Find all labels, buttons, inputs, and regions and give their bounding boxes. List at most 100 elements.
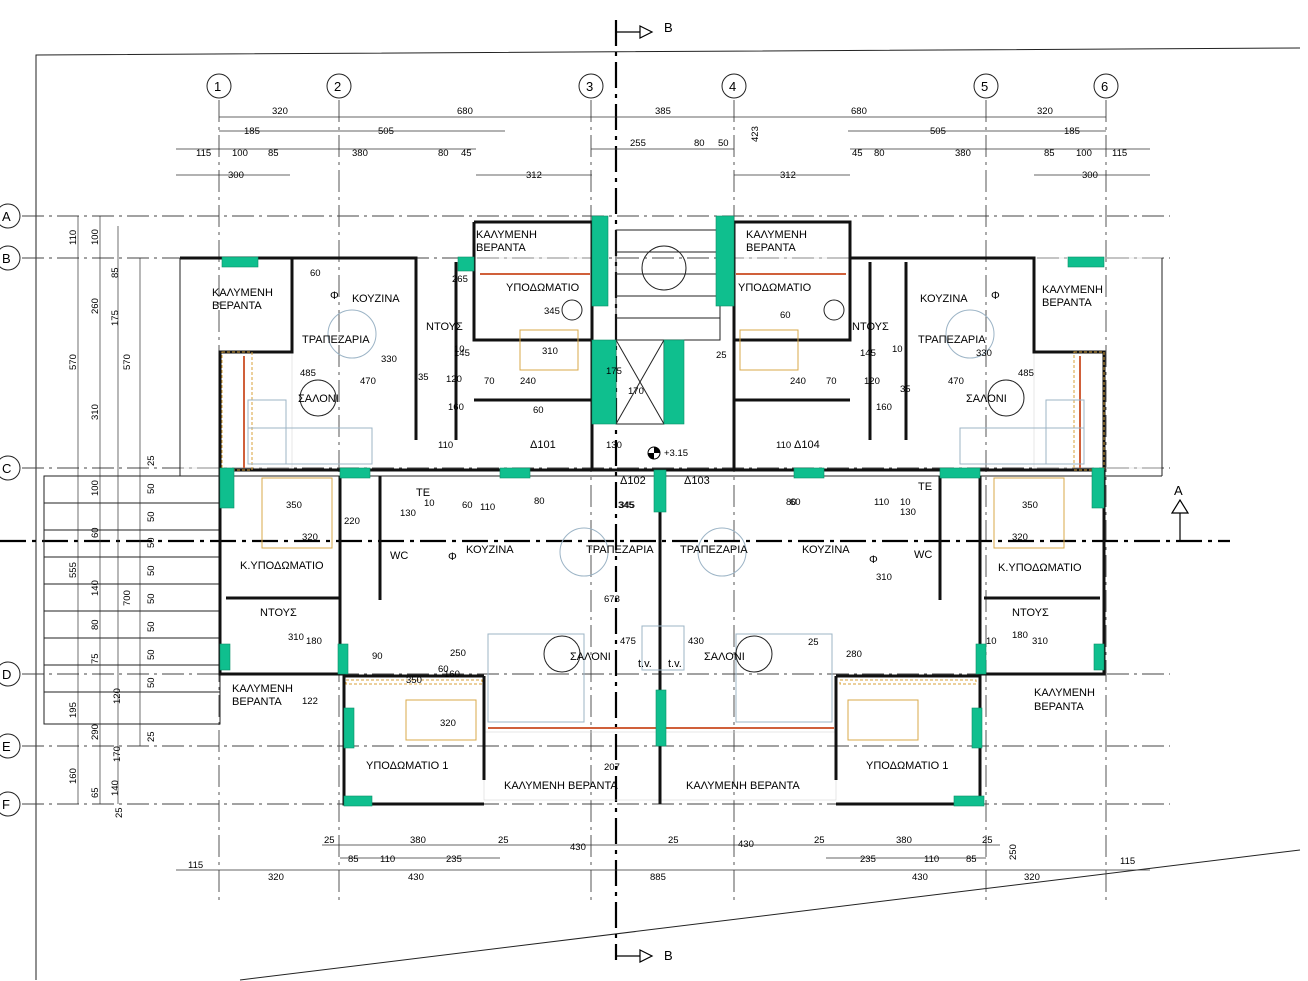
elevation-mark: +3.15 <box>647 446 688 460</box>
dim: 115 <box>1112 148 1127 159</box>
inner-dim: 330 <box>976 348 992 359</box>
inner-dim: 80 <box>786 497 797 508</box>
room-kitchen-ne: ΚΟΥΖΙΝΑ <box>920 293 968 305</box>
room-veranda-s2: ΚΑΛΥΜΕΝΗ ΒΕΡΑΝΤΑ <box>686 780 800 792</box>
dim: 80 <box>694 138 705 149</box>
room-veranda-sw-2: ΒΕΡΑΝΤΑ <box>232 696 282 708</box>
dim: 185 <box>244 126 260 137</box>
room-phi-3: Φ <box>448 551 457 563</box>
grid-row-f: F <box>2 797 10 812</box>
structural-columns <box>219 215 1105 807</box>
inner-dim: 110 <box>480 502 495 513</box>
dim: 320 <box>272 106 288 117</box>
inner-dim: 122 <box>302 696 318 707</box>
room-bedroom1-sw: ΥΠΟΔΩΜΑΤΙΟ 1 <box>366 760 448 772</box>
room-kitchen-sw: ΚΟΥΖΙΝΑ <box>466 544 514 556</box>
dim: 115 <box>188 860 203 871</box>
inner-dim: 485 <box>1018 368 1034 379</box>
dim: 100 <box>232 148 248 159</box>
room-dining-se: ΤΡΑΠΕΖΑΡΙΑ <box>680 544 748 556</box>
dim: 85 <box>348 854 359 865</box>
inner-dim: 60 <box>438 664 449 675</box>
dim: 85 <box>966 854 977 865</box>
dim: 320 <box>1037 106 1053 117</box>
room-living-sw: ΣΑΛΟΝΙ <box>570 651 611 663</box>
dim: 505 <box>930 126 946 137</box>
inner-dim: 70 <box>826 376 837 387</box>
room-labels: ΚΑΛΥΜΕΝΗ ΒΕΡΑΝΤΑ ΚΑΛΥΜΕΝΗ ΒΕΡΑΝΤΑ ΚΑΛΥΜΕ… <box>212 229 1103 792</box>
inner-dim: 110 <box>438 440 453 451</box>
dim: 300 <box>1082 170 1098 181</box>
inner-dim: 60 <box>462 500 473 511</box>
dim: 50 <box>146 537 157 548</box>
dim: 380 <box>955 148 971 159</box>
dim: 80 <box>874 148 885 159</box>
dim: 25 <box>324 835 335 846</box>
dimension-lines <box>77 116 1150 871</box>
apartment-102: Δ102 <box>620 475 646 487</box>
room-kitchen-nw: ΚΟΥΖΙΝΑ <box>352 293 400 305</box>
inner-dim: 145 <box>860 348 876 359</box>
inner-dim: 320 <box>1012 532 1028 543</box>
top-dimensions: 320 680 385 680 320 185 505 505 185 115 … <box>196 106 1127 181</box>
inner-dim: 60 <box>310 268 321 279</box>
room-veranda-sw-1: ΚΑΛΥΜΕΝΗ <box>232 683 293 695</box>
room-shower-nw: ΝΤΟΥΣ <box>426 321 463 333</box>
room-phi-4: Φ <box>869 554 878 566</box>
dim: 140 <box>90 580 101 596</box>
inner-dim: 250 <box>450 648 466 659</box>
dim: 45 <box>461 148 472 159</box>
dim: 385 <box>655 106 671 117</box>
dim: 300 <box>228 170 244 181</box>
dim: 430 <box>570 842 586 853</box>
dim: 115 <box>1120 856 1135 867</box>
dim: 680 <box>457 106 473 117</box>
room-dining-ne: ΤΡΑΠΕΖΑΡΙΑ <box>918 334 986 346</box>
inner-dim: 120 <box>446 374 462 385</box>
dim: 50 <box>146 511 157 522</box>
inner-dim: 10 <box>900 497 911 508</box>
dim: 50 <box>146 483 157 494</box>
dim: 25 <box>814 835 825 846</box>
grid-column-bubbles: 1 2 3 4 5 6 <box>206 73 1119 99</box>
dim: 50 <box>146 565 157 576</box>
grid-col-4: 4 <box>729 79 736 94</box>
inner-dim: 350 <box>286 500 302 511</box>
inner-dim: 25 <box>808 637 819 648</box>
dim: 430 <box>738 839 754 850</box>
room-te-se: ΤΕ <box>918 481 932 493</box>
room-veranda-n2-2: ΒΕΡΑΝΤΑ <box>746 242 796 254</box>
dim: 320 <box>1024 872 1040 883</box>
dim: 65 <box>90 787 101 798</box>
left-dimensions: 110 570 555 195 160 100 260 310 100 60 1… <box>68 229 157 818</box>
inner-dim: 280 <box>846 649 862 660</box>
dim: 430 <box>408 872 424 883</box>
dim: 380 <box>410 835 426 846</box>
dim: 680 <box>851 106 867 117</box>
grid-col-1: 1 <box>214 79 221 94</box>
inner-dim: 470 <box>948 376 964 387</box>
room-wc-se: WC <box>914 549 932 561</box>
dim: 100 <box>1076 148 1092 159</box>
inner-dim: 160 <box>876 402 892 413</box>
dim: 310 <box>90 404 101 420</box>
grid-row-e: E <box>2 739 11 754</box>
dim: 570 <box>68 354 79 370</box>
dim: 140 <box>110 780 121 796</box>
inner-dim: 110 <box>874 497 889 508</box>
grid-col-2: 2 <box>334 79 341 94</box>
room-veranda-n1-2: ΒΕΡΑΝΤΑ <box>476 242 526 254</box>
dim: 100 <box>90 480 101 496</box>
inner-dim: 310 <box>542 346 558 357</box>
dim: 60 <box>90 527 101 538</box>
grid-row-bubbles: A B C D E F <box>0 203 21 817</box>
room-bedroom-n2: ΥΠΟΔΩΜΑΤΙΟ <box>738 282 812 294</box>
dim: 380 <box>352 148 368 159</box>
room-veranda-n2-1: ΚΑΛΥΜΕΝΗ <box>746 229 807 241</box>
inner-dim: 220 <box>344 516 360 527</box>
dim: 235 <box>860 854 876 865</box>
interior-walls <box>226 262 1100 780</box>
dim: 25 <box>146 455 157 466</box>
inner-dim: 10 <box>454 344 465 355</box>
